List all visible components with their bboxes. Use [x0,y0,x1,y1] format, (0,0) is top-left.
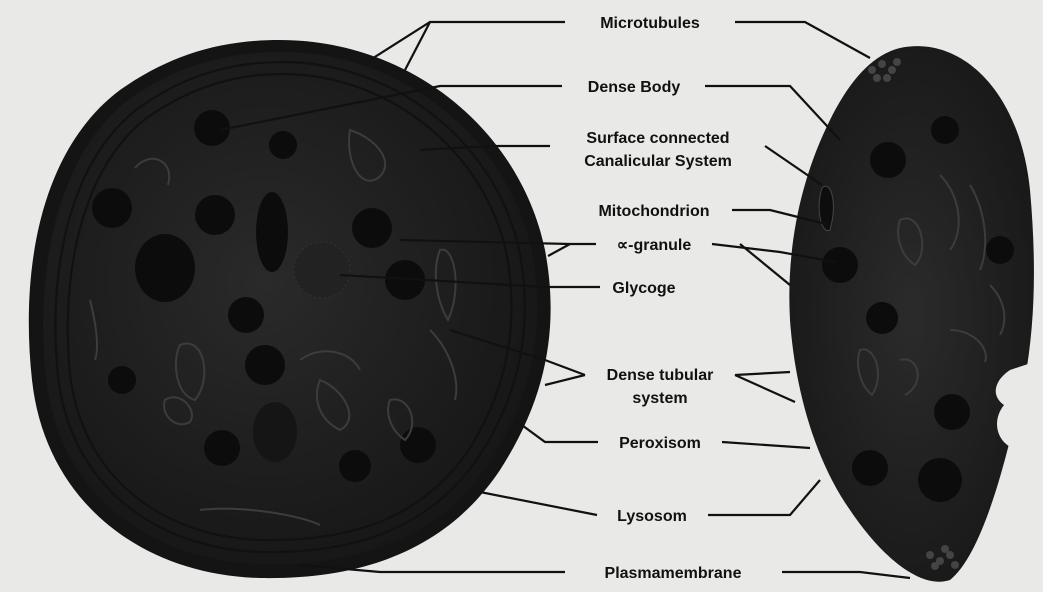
platelet-top-view [29,40,551,578]
granule [195,195,235,235]
leader-dense-tubular-right-b [735,375,795,402]
glycogen-patch [294,242,350,298]
label-dense-body: Dense Body [588,79,681,96]
label-lysosome: Lysosom [617,508,687,525]
leader-dense-tubular-right-a [735,372,790,375]
label-surface-connected-line1: Surface connected [586,130,729,147]
granule [400,427,436,463]
label-dense-tubular-line1: Dense tubular [607,367,714,384]
granule [822,247,858,283]
label-surface-connected-line2: Canalicular System [584,153,732,170]
leader-microtubules-left-a [370,22,565,60]
granule [866,302,898,334]
granule [269,131,297,159]
leader-plasma-right [782,572,910,578]
leader-peroxisome-left [515,420,598,442]
granule [918,458,962,502]
granule [352,208,392,248]
granule [931,116,959,144]
granule [852,450,888,486]
label-microtubules: Microtubules [600,15,700,32]
granule [135,234,195,302]
label-alpha-granule: ∝-granule [617,237,692,254]
granule [339,450,371,482]
leader-alpha-left-b [548,244,570,256]
label-peroxisome: Peroxisom [619,435,701,452]
granule [934,394,970,430]
label-plasma-membrane: Plasmamembrane [605,565,742,582]
leader-lysosome-right [708,480,820,515]
leader-dense-tubular-left-b [545,375,585,385]
leader-peroxisome-right [722,442,810,448]
leader-microtubules-right [735,22,870,58]
granule [228,297,264,333]
leader-lysosome-left [480,492,597,515]
granule [986,236,1014,264]
label-dense-tubular-line2: system [632,390,687,407]
granule [108,366,136,394]
label-mitochondrion: Mitochondrion [598,203,709,220]
granule [253,402,297,462]
label-glycogen: Glycoge [612,280,675,297]
granule [256,192,288,272]
granule [92,188,132,228]
granule [204,430,240,466]
labels: Microtubules Dense Body Surface connecte… [584,15,741,582]
granule [245,345,285,385]
granule [870,142,906,178]
